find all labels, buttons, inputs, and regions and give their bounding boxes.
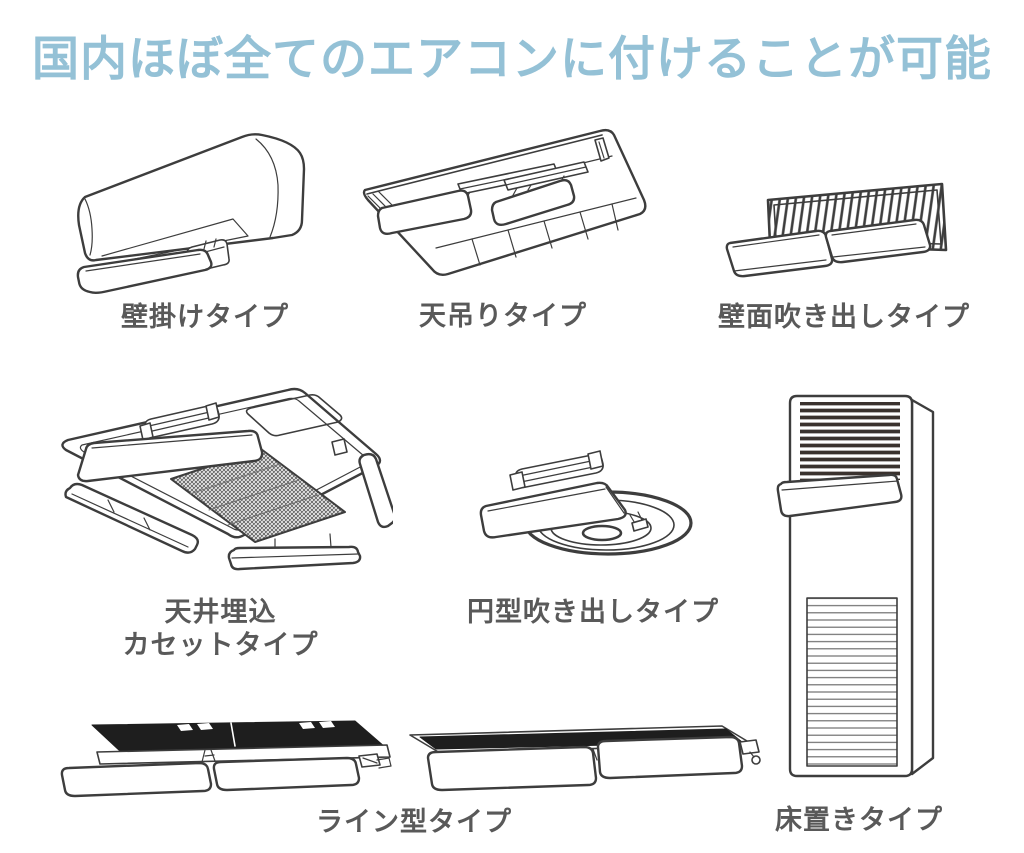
unit-floor-standing: 床置きタイプ xyxy=(775,386,943,837)
air-deflector-right xyxy=(212,756,360,792)
ac-body xyxy=(77,133,306,262)
air-deflector-bottom xyxy=(227,545,362,571)
air-deflector xyxy=(776,473,903,518)
label-wall-mounted: 壁掛けタイプ xyxy=(121,302,289,332)
wall-mounted-ac-illustration xyxy=(76,133,306,294)
air-deflector-right xyxy=(824,218,932,264)
ceiling-suspended-ac-illustration xyxy=(362,128,647,277)
air-deflector-top xyxy=(76,429,264,483)
air-deflector-right xyxy=(596,735,743,780)
air-deflector-left xyxy=(64,482,200,554)
label-line-type: ライン型タイプ xyxy=(316,807,512,837)
line-type-ac-illustration-left xyxy=(60,720,392,798)
unit-wall-blowout: 壁面吹き出しタイプ xyxy=(718,155,970,334)
unit-wall-mounted: 壁掛けタイプ xyxy=(60,125,350,334)
label-ceiling-cassette: 天井埋込 カセットタイプ xyxy=(122,597,319,660)
label-floor-standing: 床置きタイプ xyxy=(775,805,943,835)
air-deflector xyxy=(479,481,627,539)
air-deflector xyxy=(76,248,213,294)
unit-round-blowout: 円型吹き出しタイプ xyxy=(448,445,738,629)
air-deflector-left xyxy=(725,229,834,278)
page-title: 国内ほぼ全てのエアコンに付けることが可能 xyxy=(32,32,992,85)
ac-side-face xyxy=(910,398,935,776)
floor-standing-ac-illustration xyxy=(776,394,935,778)
air-deflector-right xyxy=(358,452,393,529)
air-deflector-left xyxy=(426,745,597,792)
wall-blowout-ac-illustration xyxy=(725,182,948,278)
bottom-intake-grille xyxy=(806,597,898,767)
air-deflector-left xyxy=(376,189,473,236)
unit-ceiling-cassette: 天井埋込 カセットタイプ xyxy=(48,382,393,662)
line-type-ac-illustration-right xyxy=(408,725,761,792)
unit-ceiling-suspended: 天吊りタイプ xyxy=(352,118,654,333)
label-ceiling-suspended: 天吊りタイプ xyxy=(419,301,587,331)
round-blowout-ac-illustration xyxy=(479,450,693,556)
label-wall-blowout: 壁面吹き出しタイプ xyxy=(718,302,970,332)
air-deflector-left xyxy=(60,761,212,798)
top-louver-outlet xyxy=(800,402,900,480)
unit-line-type: ライン型タイプ xyxy=(58,716,770,839)
label-round-blowout: 円型吹き出しタイプ xyxy=(467,597,719,627)
ceiling-cassette-ac-illustration xyxy=(61,387,393,571)
air-deflector-right xyxy=(490,178,576,227)
